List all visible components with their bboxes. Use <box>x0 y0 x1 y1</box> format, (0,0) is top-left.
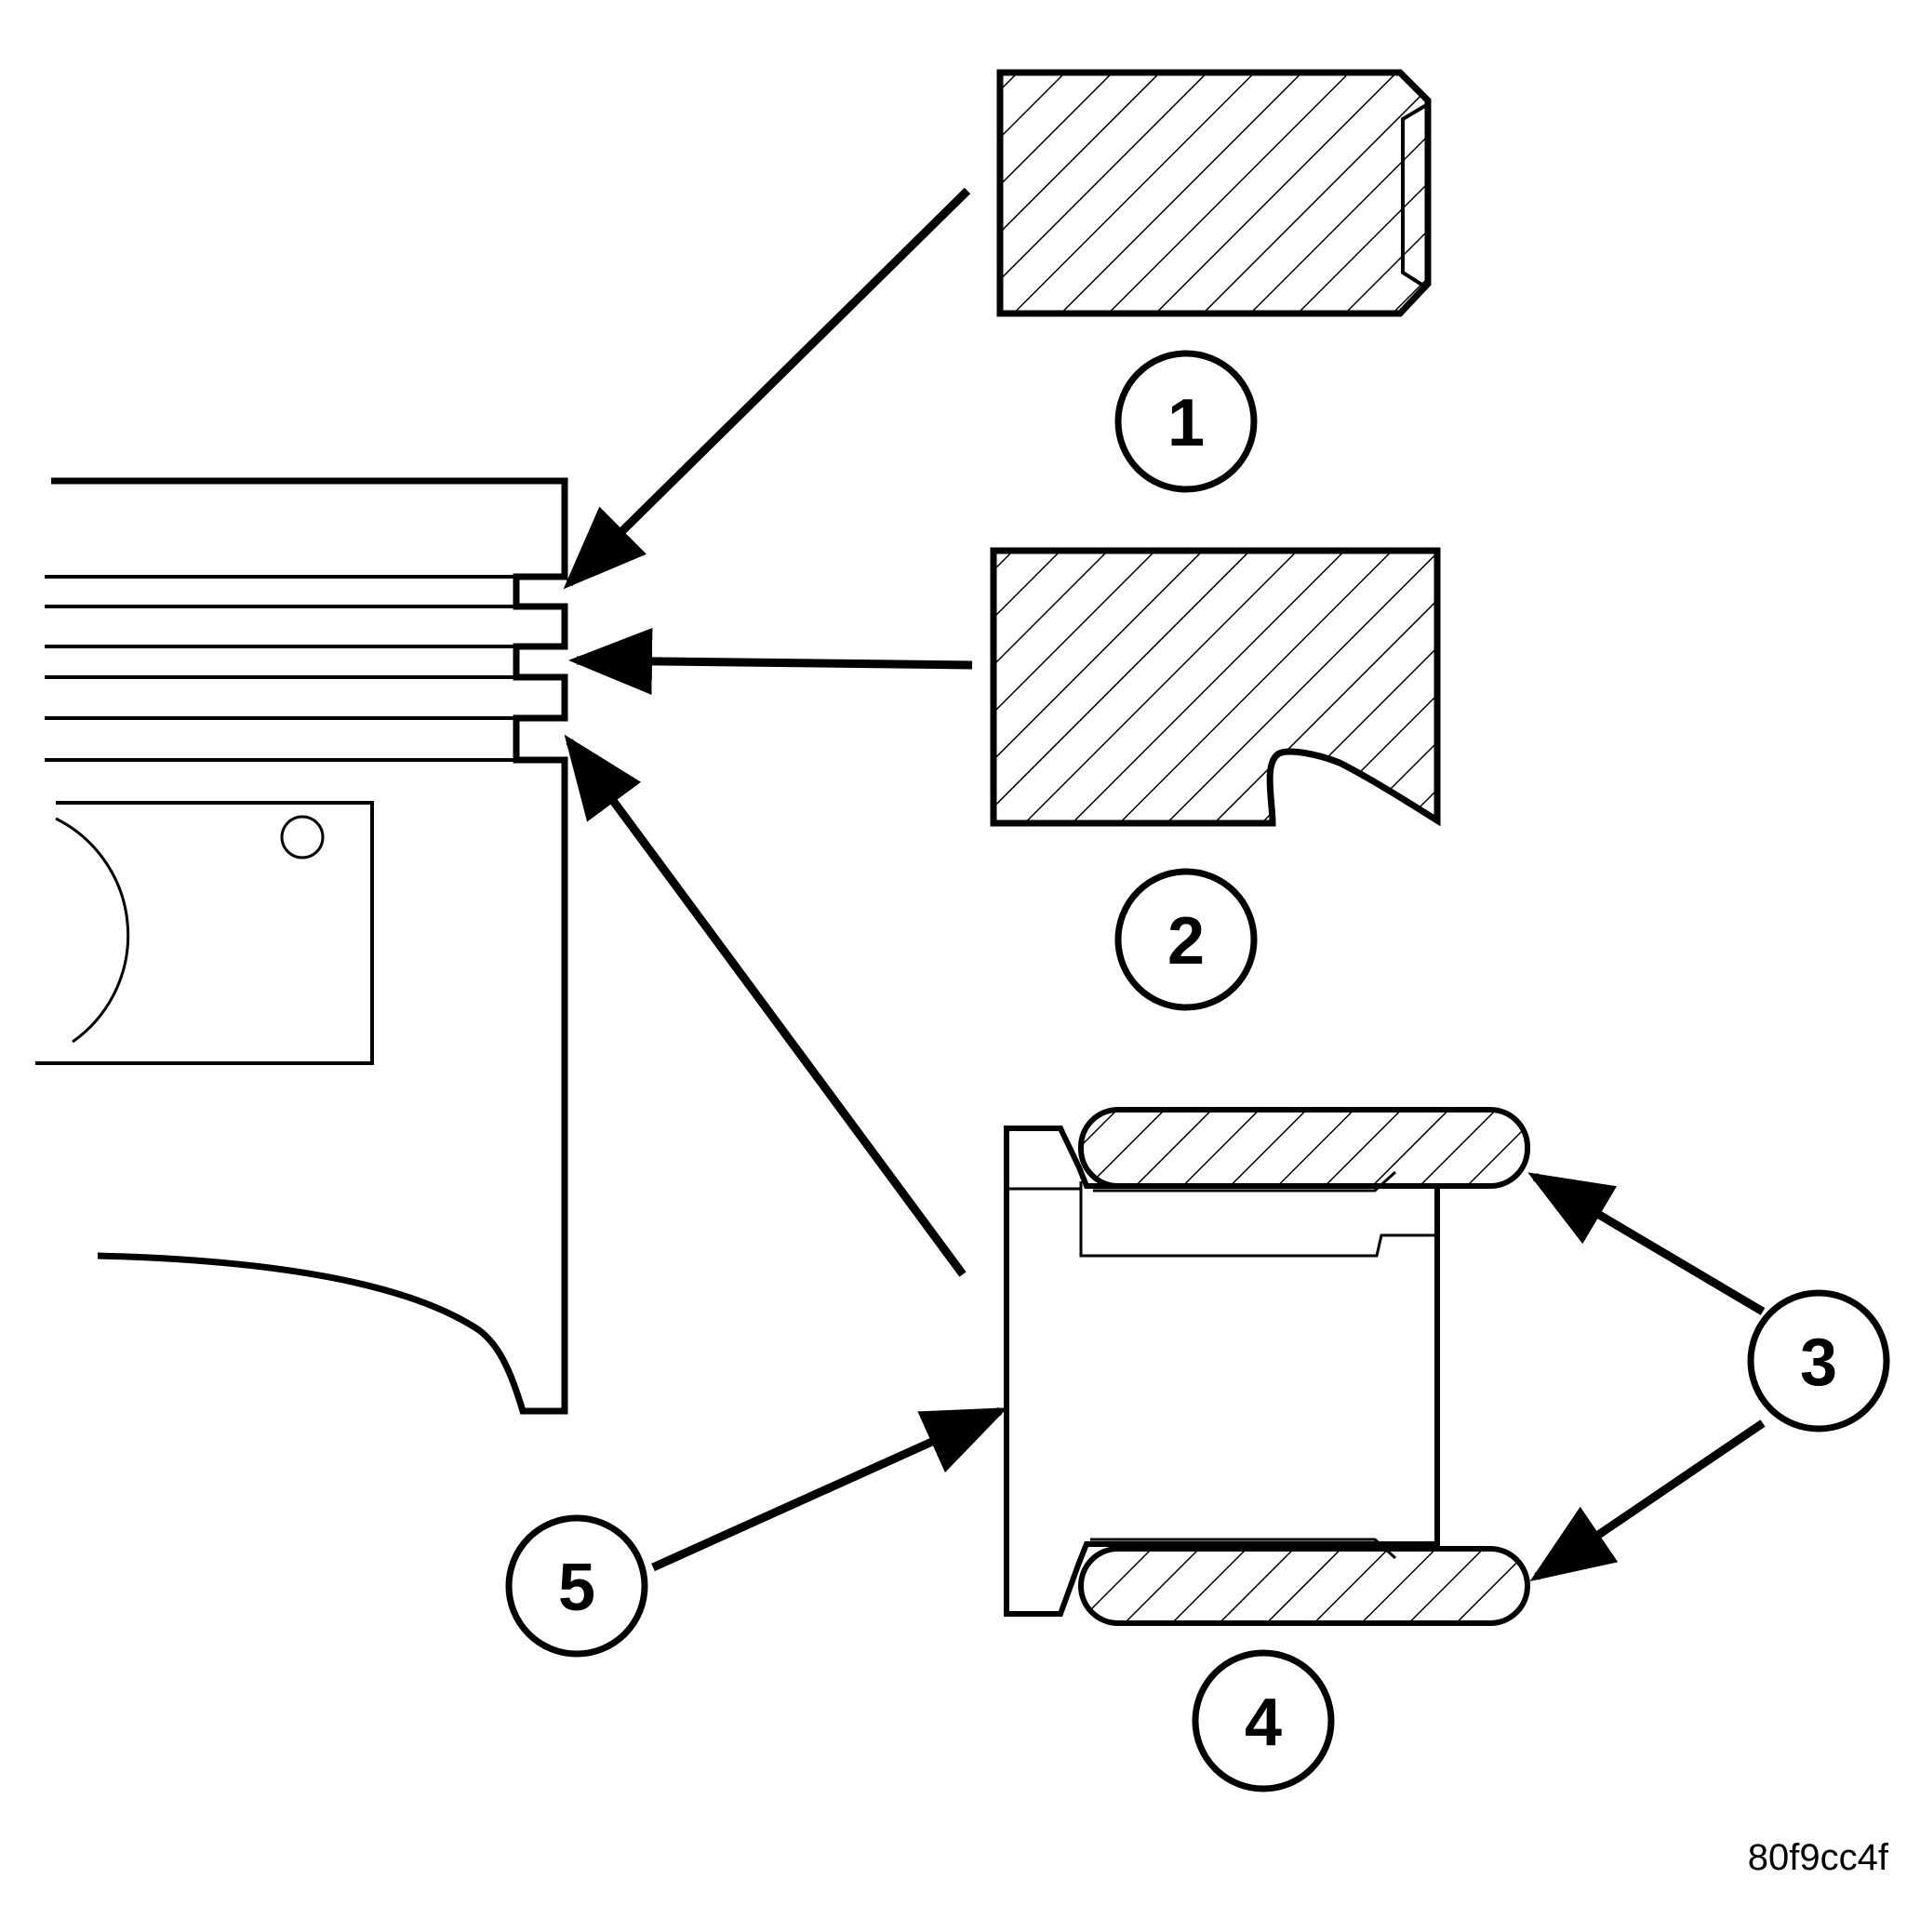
arrow-oilring-to-piston <box>564 734 967 1277</box>
callout-4-label: 4 <box>1245 1686 1282 1760</box>
oil-ring-assembly <box>1004 1107 1530 1626</box>
callout-2-circle <box>1114 868 1258 1011</box>
callout-1-label: 1 <box>1167 386 1205 460</box>
callout-5-circle <box>505 1514 648 1658</box>
rail-bottom <box>1078 1546 1530 1626</box>
arrow-ring2-to-piston <box>568 627 973 695</box>
rail-top <box>1078 1107 1530 1189</box>
callout-1-circle <box>1114 350 1258 493</box>
arrow-5-to-expander <box>651 1406 1008 1572</box>
callout-3-circle <box>1747 1289 1890 1432</box>
callout-5-label: 5 <box>558 1551 595 1625</box>
callout-3-label: 3 <box>1800 1326 1837 1400</box>
pin-boss-box <box>35 801 374 1065</box>
piston-pin-arc <box>55 817 130 1044</box>
arrow-3-to-top-rail <box>1527 1172 1766 1315</box>
callout-2-label: 2 <box>1167 904 1205 979</box>
piston-outline <box>51 477 568 1415</box>
expander <box>1004 1126 1440 1617</box>
pin-hole <box>280 815 325 859</box>
ring-2-section <box>990 547 1441 827</box>
figure-code: 80f9cc4f <box>1748 1837 1889 1878</box>
piston <box>35 477 568 1415</box>
arrow-ring1-to-piston <box>563 187 971 590</box>
callout-4-circle <box>1192 1649 1335 1792</box>
ring-1-section <box>996 69 1432 317</box>
arrow-3-to-bottom-rail <box>1529 1419 1766 1582</box>
